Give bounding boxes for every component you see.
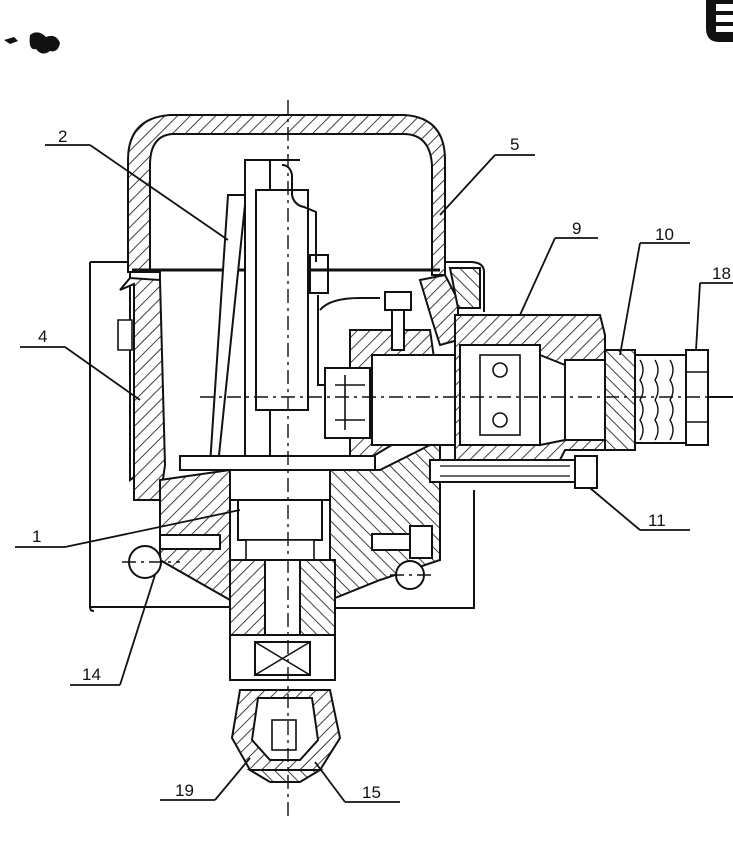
connector-assembly [324, 314, 733, 461]
scan-artifact-top-left [4, 32, 60, 54]
callout-10: 10 [655, 225, 674, 244]
screw-top-small [384, 291, 412, 351]
callout-14: 14 [82, 665, 101, 684]
callout-5: 5 [510, 135, 519, 154]
callout-labels: 2 5 9 10 18 4 1 11 14 19 15 [32, 127, 731, 802]
shaft-housing [229, 559, 336, 681]
callout-2: 2 [58, 127, 67, 146]
base-housing [89, 261, 485, 612]
screw-left [159, 534, 221, 550]
nozzle-cap [230, 689, 342, 783]
callout-19: 19 [175, 781, 194, 800]
callout-1: 1 [32, 527, 41, 546]
leader-lines [15, 144, 733, 803]
callout-11: 11 [648, 511, 666, 530]
callout-4: 4 [38, 327, 47, 346]
scan-artifact-top-right [706, 0, 733, 42]
callout-15: 15 [362, 783, 381, 802]
screw-right [371, 525, 433, 559]
center-lines [122, 100, 733, 820]
bolt-11 [429, 455, 598, 489]
body-right-wall [418, 267, 481, 347]
base-plate [179, 455, 376, 471]
callout-18: 18 [712, 264, 731, 283]
body-left-wall [117, 271, 167, 501]
callout-9: 9 [572, 219, 581, 238]
